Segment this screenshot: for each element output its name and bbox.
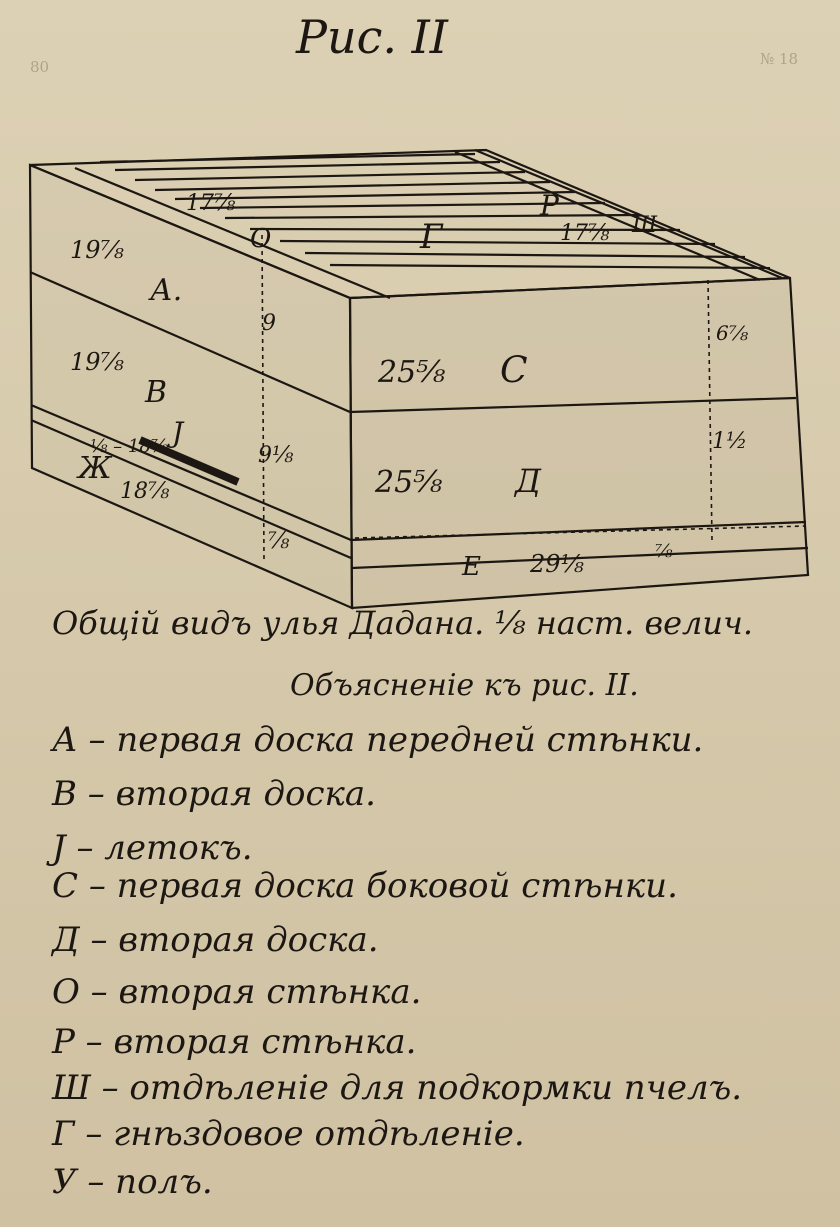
hive-diagram: А. В Ј Ж С Д О Г Р Ш Е 17⅞ 17⅞ 19⅞ 19⅞ 2… <box>28 148 810 610</box>
dim-front-bottom: 18⅞ <box>120 479 170 504</box>
top-slat <box>134 170 526 182</box>
hive-front-face <box>28 163 354 610</box>
top-slat <box>74 166 391 300</box>
dim-side-right: 6⅞ <box>716 321 749 345</box>
top-slat <box>99 152 476 164</box>
dim-vert-9: 9 <box>262 311 276 336</box>
figure-title: Рис. II <box>296 10 448 64</box>
top-slat <box>224 213 641 220</box>
dim-side-mid: 1½ <box>712 429 747 454</box>
top-slat <box>304 251 746 259</box>
label-P: Р <box>539 189 560 222</box>
dim-side-low: ⅞ <box>655 541 673 562</box>
label-B: В <box>144 375 167 410</box>
legend-item-O: О – вторая стѣнка. <box>52 972 422 1012</box>
dim-e: 29⅛ <box>529 550 585 578</box>
top-slat <box>114 160 501 172</box>
label-G: Г <box>419 217 444 257</box>
dim-b: 19⅞ <box>70 348 125 376</box>
legend-item-C: С – первая доска боковой стѣнки. <box>52 866 678 906</box>
top-slat <box>329 263 771 270</box>
label-D: Д <box>513 462 542 500</box>
label-ZH: Ж <box>76 451 113 486</box>
label-E: Е <box>461 552 481 582</box>
legend-item-J: Ј – летокъ. <box>52 828 253 868</box>
legend-item-SH: Ш – отдѣленіе для подкормки пчелъ. <box>52 1068 743 1108</box>
dim-top-side: 17⅞ <box>560 221 610 246</box>
label-O: О <box>250 224 271 254</box>
top-slat <box>279 239 716 246</box>
dim-c: 25⅝ <box>377 355 445 390</box>
legend-item-P: Р – вторая стѣнка. <box>52 1022 417 1062</box>
background-page-number: 80 <box>30 58 50 76</box>
dim-d: 25⅝ <box>374 465 442 500</box>
figure-caption: Общій видъ улья Дадана. ⅛ наст. велич. <box>52 604 754 642</box>
label-J: Ј <box>167 416 185 449</box>
label-A: А. <box>148 273 182 308</box>
dim-vert-mid: 9⅛ <box>258 443 294 468</box>
hive-side-face <box>348 276 810 610</box>
label-SH: Ш <box>631 213 658 238</box>
legend-heading: Объясненіе къ рис. II. <box>290 668 639 703</box>
top-slat <box>249 227 681 232</box>
feeder-strip <box>454 150 761 282</box>
top-slat <box>174 190 576 201</box>
legend-item-U: У – полъ. <box>52 1162 213 1202</box>
legend-item-G: Г – гнѣздовое отдѣленіе. <box>52 1114 525 1154</box>
label-C: С <box>500 350 528 391</box>
feeder-strip <box>474 148 783 280</box>
entrance-slot <box>138 436 240 486</box>
dim-vert-low: ⅞ <box>268 529 290 554</box>
legend-item-A: А – первая доска передней стѣнки. <box>52 720 704 760</box>
dim-top-front: 17⅞ <box>186 191 236 216</box>
top-slat <box>199 201 606 210</box>
background-issue-number: № 18 <box>760 50 799 68</box>
dim-a: 19⅞ <box>70 236 125 264</box>
dim-front-small: ⅛ – 18⅞ <box>90 436 169 457</box>
top-slat <box>154 180 551 192</box>
legend-item-B: В – вторая доска. <box>52 774 376 814</box>
legend-item-D: Д – вторая доска. <box>52 920 379 960</box>
